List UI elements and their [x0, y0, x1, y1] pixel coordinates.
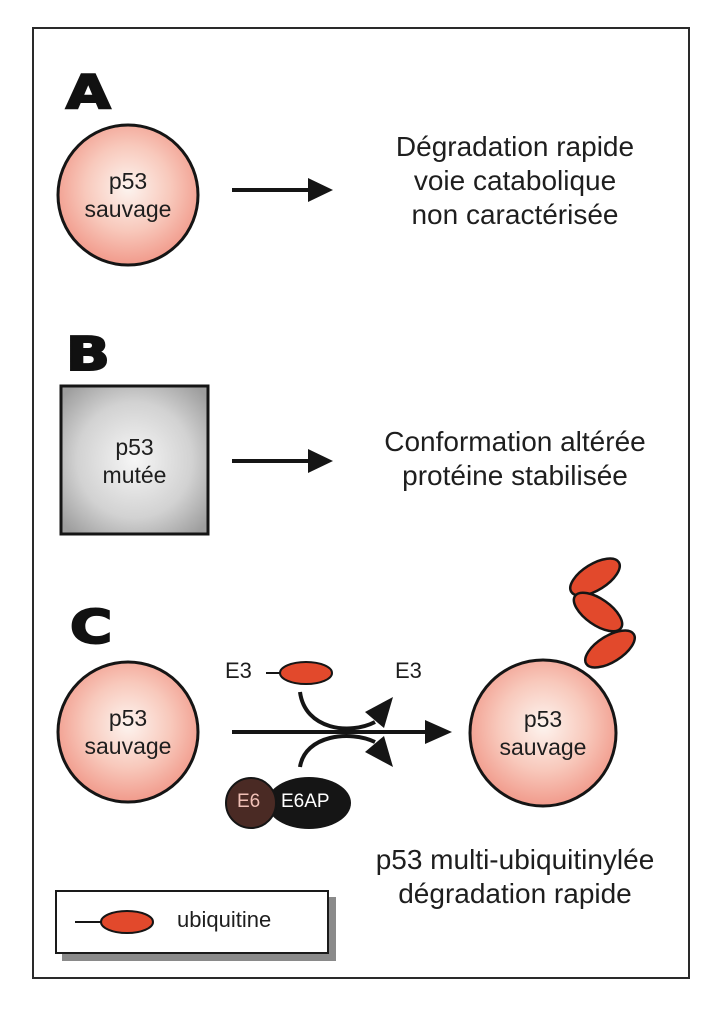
e3-input-label: E3 [225, 658, 252, 683]
e6-protein [225, 777, 277, 829]
p53-wildtype-node-c-left [56, 660, 200, 804]
figure-frame [32, 27, 690, 979]
legend-label: ubiquitine [177, 907, 272, 932]
legend-ubiquitin-icon [75, 910, 154, 934]
arrow-b [232, 449, 333, 473]
result-a-text: Dégradation rapide voie catabolique non … [395, 131, 635, 230]
curved-arrow-e3-out [298, 691, 376, 731]
arrow-a [232, 178, 333, 202]
e3-ubiquitin-conjugate [266, 661, 333, 685]
ubiquitin-chain [569, 557, 636, 669]
e6ap-protein [267, 777, 351, 829]
p53-wildtype-node-c-right [468, 658, 618, 808]
ubiquitin-icon [279, 661, 333, 685]
arrow-c-main [232, 720, 452, 744]
p53-wildtype-node-a [56, 123, 200, 267]
e6-label: E6 [237, 791, 261, 812]
e3-output-label: E3 [395, 658, 422, 683]
legend-box: ubiquitine [55, 890, 329, 954]
p53-mutant-node [59, 384, 210, 536]
curved-arrow-e6ap-out [298, 734, 376, 768]
result-b-text: Conformation altérée protéine stabilisée [384, 426, 646, 491]
result-c-text: p53 multi-ubiquitinylée dégradation rapi… [375, 844, 655, 909]
e6ap-label: E6AP [281, 791, 330, 812]
panel-label-a: A [65, 64, 112, 120]
panel-label-b: B [65, 326, 111, 382]
panel-label-c: C [69, 599, 114, 655]
